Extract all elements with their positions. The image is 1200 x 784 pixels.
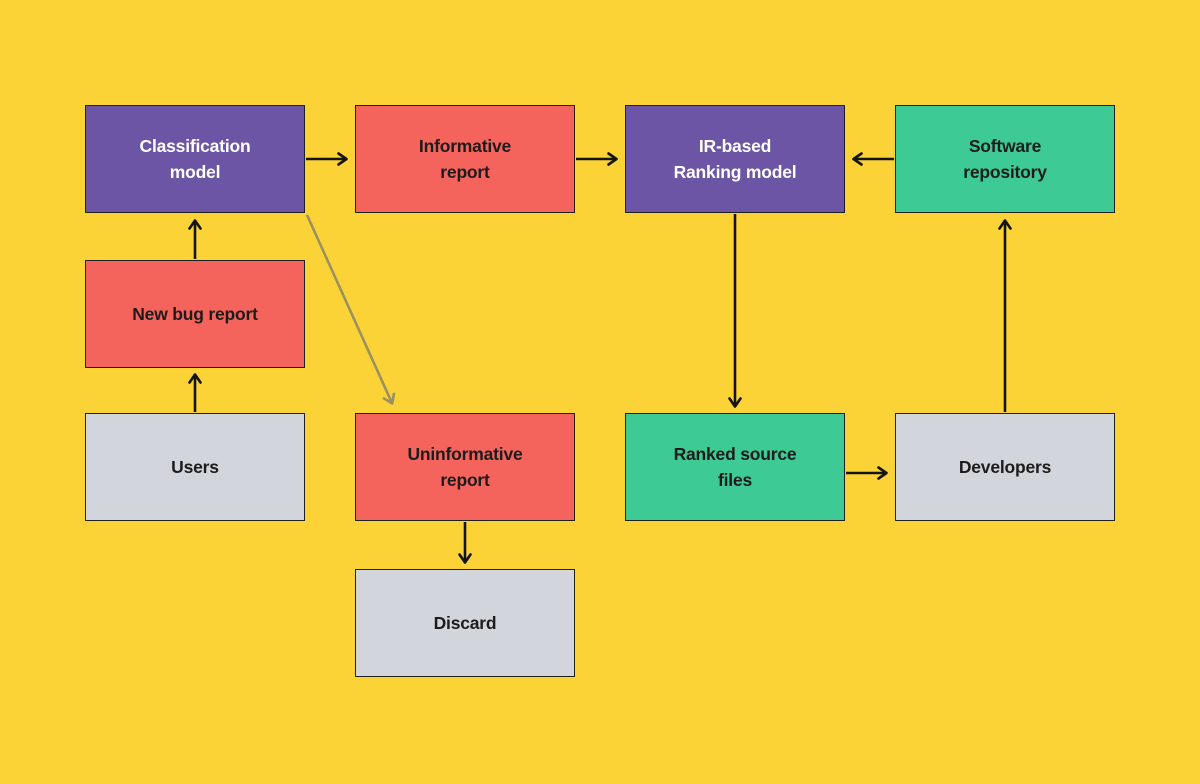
node-label-new-bug-report: New bug report bbox=[132, 304, 258, 324]
node-informative-report[interactable]: Informative report bbox=[355, 105, 575, 213]
node-label-classification-model: Classification model bbox=[139, 136, 251, 182]
node-label-discard: Discard bbox=[433, 613, 497, 633]
node-label-ranked-source-files: Ranked source files bbox=[673, 444, 797, 490]
edge-classification-to-uninformative bbox=[305, 214, 396, 405]
node-label-ir-ranking-model: IR-based Ranking model bbox=[673, 136, 797, 182]
node-label-developers: Developers bbox=[958, 457, 1052, 477]
node-label-software-repository: Software repository bbox=[963, 136, 1047, 182]
node-label-users: Users bbox=[171, 457, 219, 477]
node-discard[interactable]: Discard bbox=[355, 569, 575, 677]
node-new-bug-report[interactable]: New bug report bbox=[85, 260, 305, 368]
node-users[interactable]: Users bbox=[85, 413, 305, 521]
node-classification-model[interactable]: Classification model bbox=[85, 105, 305, 213]
node-ir-ranking-model[interactable]: IR-based Ranking model bbox=[625, 105, 845, 213]
node-software-repository[interactable]: Software repository bbox=[895, 105, 1115, 213]
node-label-uninformative-report: Uninformative report bbox=[407, 444, 523, 490]
node-uninformative-report[interactable]: Uninformative report bbox=[355, 413, 575, 521]
node-label-informative-report: Informative report bbox=[418, 136, 512, 182]
node-ranked-source-files[interactable]: Ranked source files bbox=[625, 413, 845, 521]
node-developers[interactable]: Developers bbox=[895, 413, 1115, 521]
